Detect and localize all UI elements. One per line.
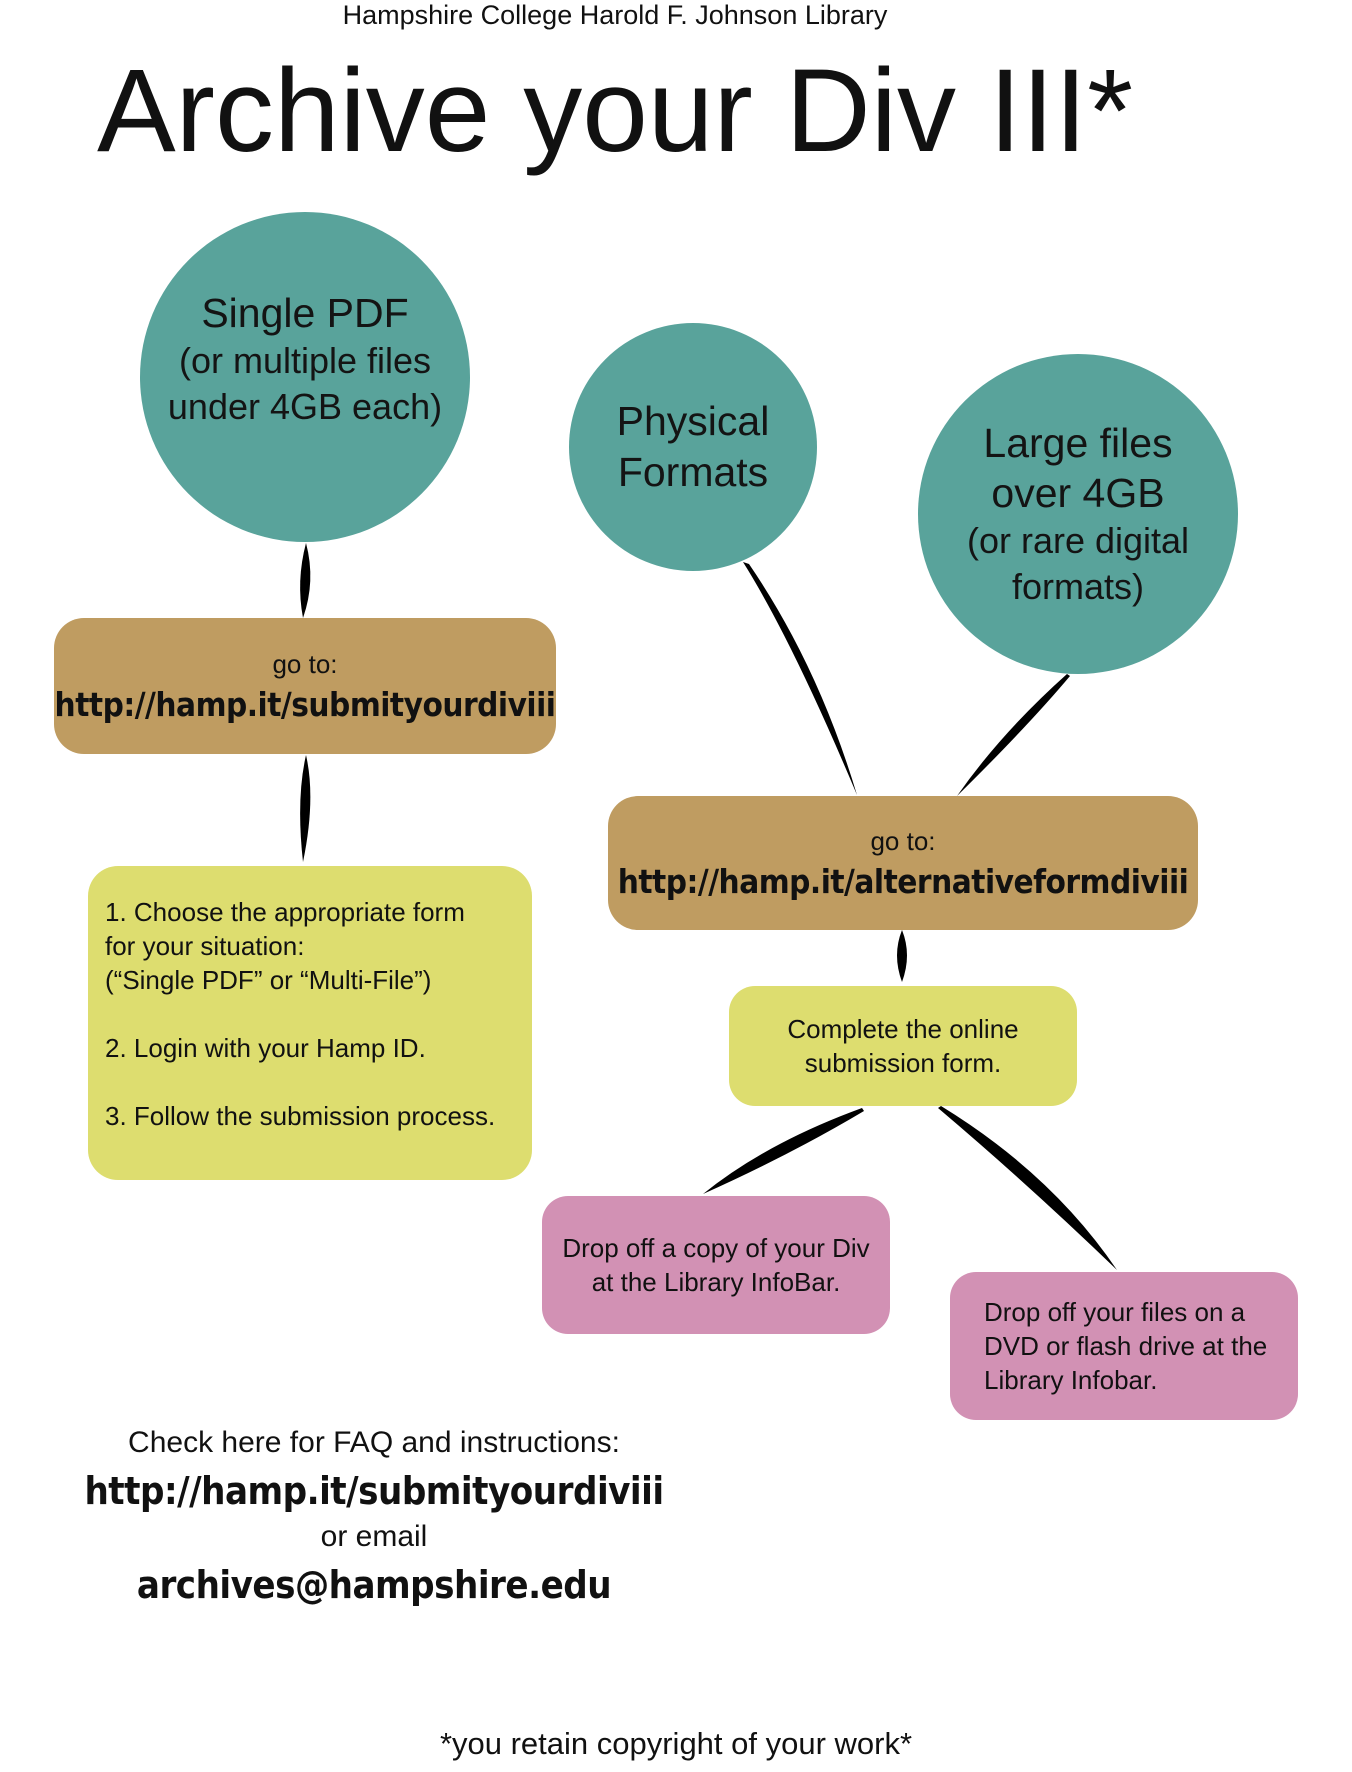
- goto-right-label: go to:: [870, 826, 936, 856]
- faq-text: Check here for FAQ and instructions:: [128, 1426, 620, 1459]
- goto-alternative-box: go to: http://hamp.it/alternativeformdiv…: [608, 796, 1198, 930]
- goto-right-url[interactable]: http://hamp.it/alternativeformdiviii: [617, 862, 1189, 901]
- drop-copy-line1: Drop off a copy of your Div: [562, 1233, 870, 1263]
- drop-copy-box: Drop off a copy of your Div at the Libra…: [542, 1196, 890, 1334]
- complete-form-line1: Complete the online: [787, 1014, 1019, 1044]
- connector-large-to-goto: [957, 674, 1070, 796]
- node-single-pdf: Single PDF (or multiple files under 4GB …: [140, 212, 470, 542]
- copyright-note: *you retain copyright of your work*: [439, 1726, 913, 1761]
- step2: 2. Login with your Hamp ID.: [105, 1033, 426, 1063]
- large-files-line1: Large files: [983, 420, 1173, 466]
- steps-box: 1. Choose the appropriate form for your …: [88, 866, 532, 1180]
- single-pdf-line1: Single PDF: [201, 290, 409, 336]
- connector-single-to-goto: [300, 543, 311, 618]
- complete-form-box: Complete the online submission form.: [729, 986, 1077, 1106]
- drop-files-line1: Drop off your files on a: [984, 1297, 1246, 1327]
- step1-line3: (“Single PDF” or “Multi-File”): [105, 965, 432, 995]
- goto-left-label: go to:: [272, 649, 338, 679]
- large-files-line4: formats): [1011, 566, 1144, 607]
- drop-files-line2: DVD or flash drive at the: [984, 1331, 1268, 1361]
- drop-files-line3: Library Infobar.: [984, 1365, 1158, 1395]
- single-pdf-line2: (or multiple files: [178, 340, 432, 381]
- step3: 3. Follow the submission process.: [105, 1101, 496, 1131]
- physical-line1: Physical: [616, 398, 770, 444]
- single-pdf-line3: under 4GB each): [167, 386, 443, 427]
- large-files-line3: (or rare digital: [966, 520, 1190, 561]
- institution-name: Hampshire College Harold F. Johnson Libr…: [342, 0, 888, 30]
- faq-url[interactable]: http://hamp.it/submityourdiviii: [84, 1469, 664, 1513]
- complete-form-line2: submission form.: [804, 1048, 1002, 1078]
- connector-goto-to-steps: [300, 755, 311, 862]
- physical-line2: Formats: [617, 449, 769, 495]
- drop-files-box: Drop off your files on a DVD or flash dr…: [950, 1272, 1298, 1420]
- goto-submit-box: go to: http://hamp.it/submityourdiviii: [54, 618, 556, 754]
- step1-line2: for your situation:: [105, 931, 305, 961]
- connector-goto-to-complete: [897, 930, 907, 982]
- node-large-files: Large files over 4GB (or rare digital fo…: [918, 354, 1238, 674]
- or-email-text: or email: [320, 1520, 428, 1553]
- connector-complete-to-dropfiles: [938, 1106, 1117, 1270]
- archives-email[interactable]: archives@hampshire.edu: [136, 1563, 612, 1607]
- connector-physical-to-goto: [743, 562, 857, 795]
- drop-copy-line2: at the Library InfoBar.: [591, 1267, 841, 1297]
- large-files-line2: over 4GB: [991, 470, 1165, 516]
- step1-line1: 1. Choose the appropriate form: [105, 897, 465, 927]
- goto-left-url[interactable]: http://hamp.it/submityourdiviii: [54, 685, 556, 724]
- page-title: Archive your Div III*: [96, 45, 1134, 177]
- connector-complete-to-dropcopy: [703, 1108, 864, 1194]
- node-physical-formats: Physical Formats: [569, 323, 817, 571]
